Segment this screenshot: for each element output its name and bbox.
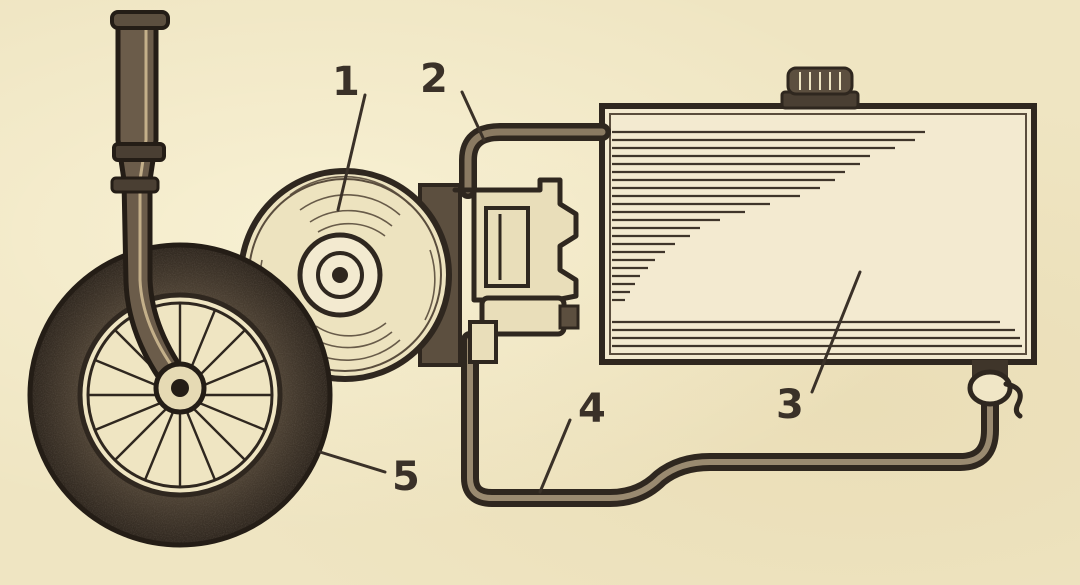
fuel-line	[461, 331, 999, 507]
tank-filler-cap	[780, 66, 860, 110]
leader-line-3	[810, 270, 862, 394]
leader-line-2	[460, 90, 486, 142]
tank-shading	[612, 130, 1022, 348]
leader-line-1	[336, 93, 367, 212]
wheel-fork	[110, 10, 207, 415]
callout-label-tank: 3	[776, 382, 804, 428]
leader-line-4	[538, 418, 572, 494]
upper-pipe	[459, 123, 611, 199]
leader-lines	[318, 90, 862, 494]
callout-label-pipe: 2	[420, 56, 448, 102]
callout-label-wheel: 5	[392, 454, 420, 500]
leader-line-5	[318, 450, 387, 474]
fuel-tank	[599, 103, 1037, 365]
callout-label-fan: 1	[332, 59, 360, 105]
callout-label-fuel-line: 4	[578, 386, 606, 432]
fuel-tap	[967, 360, 1023, 419]
